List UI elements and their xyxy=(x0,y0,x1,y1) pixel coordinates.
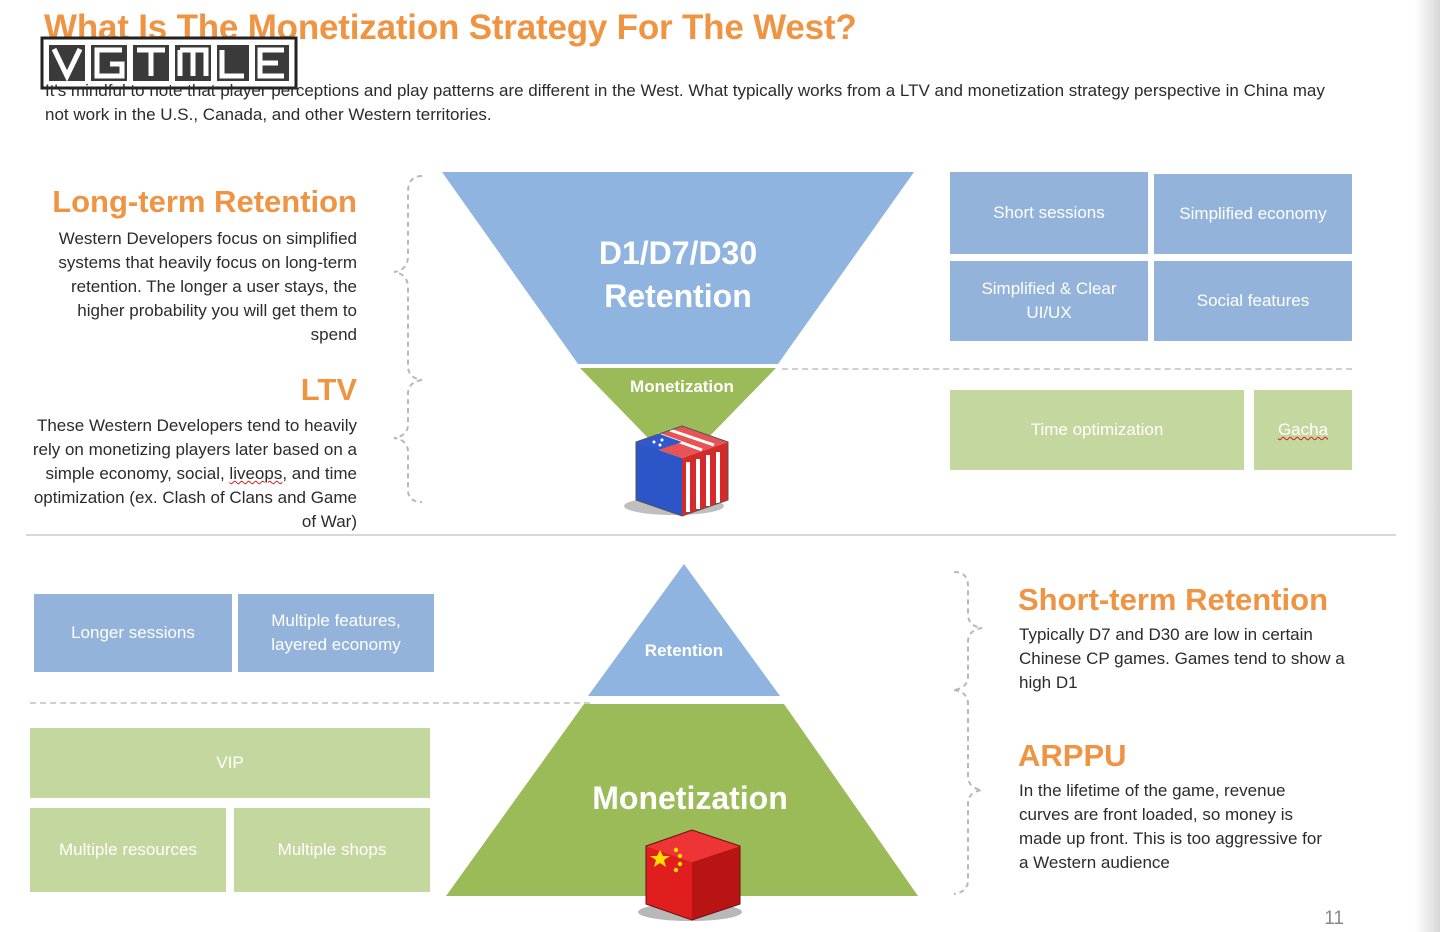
box-short-sessions: Short sessions xyxy=(950,172,1148,254)
long-term-retention-text: Western Developers focus on simplified s… xyxy=(58,229,357,344)
intro-text: It's mindful to note that player percept… xyxy=(45,81,1325,124)
box-social-features: Social features xyxy=(1154,261,1352,341)
pyramid-retention-label: Retention xyxy=(644,641,724,660)
box-longer-sessions: Longer sessions xyxy=(34,594,232,672)
box-gacha: Gacha xyxy=(1254,390,1352,470)
arppu-text: In the lifetime of the game, revenue cur… xyxy=(1019,781,1323,872)
liveops-misspelling: liveops xyxy=(229,464,283,483)
china-pyramid xyxy=(446,564,918,896)
vgtime-watermark-logo xyxy=(40,36,298,90)
usa-flag-cube-icon xyxy=(624,425,729,517)
box-multiple-features-layered-economy: Multiple features, layered economy xyxy=(238,594,434,672)
short-term-retention-heading: Short-term Retention xyxy=(1018,582,1328,617)
box-vip: VIP xyxy=(30,728,430,798)
page-edge-shadow xyxy=(1414,0,1440,932)
pyramid-monetization-label: Monetization xyxy=(592,780,788,816)
china-braces xyxy=(953,571,983,895)
short-term-retention-text: Typically D7 and D30 are low in certain … xyxy=(1019,625,1345,692)
box-multiple-shops: Multiple shops xyxy=(234,808,430,892)
box-time-optimization: Time optimization xyxy=(950,390,1244,470)
pyramid-retention-segment xyxy=(588,564,780,696)
arppu-heading: ARPPU xyxy=(1018,738,1127,773)
west-dashed-separator xyxy=(782,368,1352,370)
box-simplified-economy: Simplified economy xyxy=(1154,174,1352,254)
pyramid-monetization-segment xyxy=(446,704,918,896)
box-simplified-clear-ui-ux: Simplified & Clear UI/UX xyxy=(950,261,1148,341)
west-funnel xyxy=(442,172,914,444)
page-number: 11 xyxy=(1324,908,1344,929)
funnel-retention-label: D1/D7/D30 Retention xyxy=(598,235,758,314)
funnel-monetization-label: Monetization xyxy=(630,377,734,396)
funnel-retention-segment xyxy=(442,172,914,364)
china-flag-cube-icon xyxy=(638,829,742,921)
west-braces xyxy=(393,175,423,503)
ltv-heading: LTV xyxy=(300,372,357,407)
section-divider xyxy=(26,534,1396,536)
ltv-text: These Western Developers tend to heavily… xyxy=(32,416,357,531)
box-multiple-resources: Multiple resources xyxy=(30,808,226,892)
long-term-retention-heading: Long-term Retention xyxy=(52,184,357,219)
funnel-monetization-segment xyxy=(580,368,776,444)
china-dashed-separator xyxy=(30,702,590,704)
